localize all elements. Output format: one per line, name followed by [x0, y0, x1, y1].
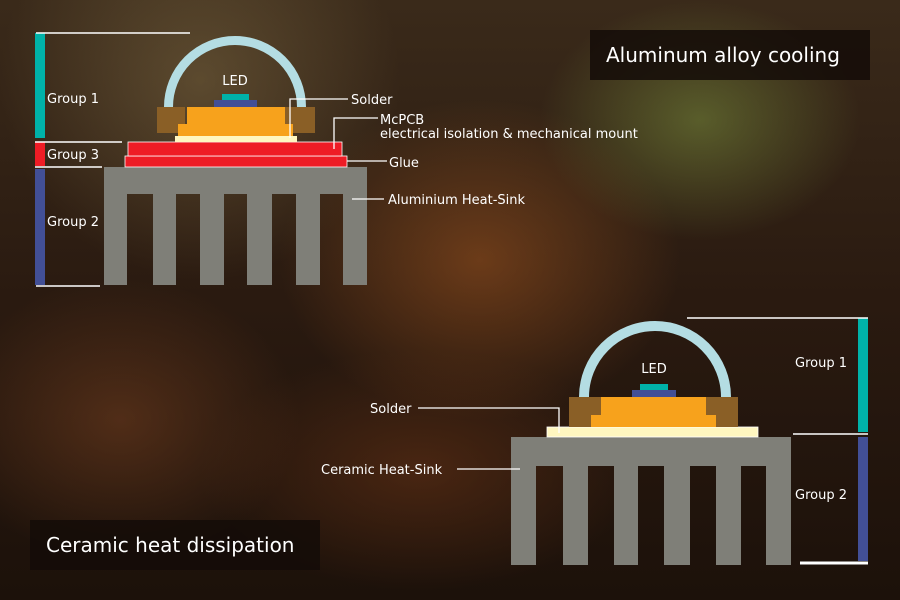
- group2-label: Group 2: [47, 215, 99, 230]
- led-dome: [579, 321, 731, 398]
- group1-label: Group 1: [47, 92, 99, 107]
- group1-bar: [35, 33, 45, 138]
- group2-label: Group 2: [795, 488, 847, 503]
- ceramic-heatsink: [511, 437, 791, 565]
- group2-bar: [858, 437, 868, 561]
- aluminium-heatsink-label: Aluminium Heat-Sink: [388, 193, 526, 208]
- group-divider-lines: [687, 317, 868, 565]
- led-chip-base: [214, 100, 257, 107]
- ceramic-heatsink-label: Ceramic Heat-Sink: [321, 463, 443, 478]
- led-chip-base: [632, 390, 676, 397]
- led-package: [178, 107, 293, 136]
- leader-lines: [418, 407, 560, 470]
- mcpcb-layer: [127, 141, 343, 157]
- group3-label: Group 3: [47, 148, 99, 163]
- led-chip: [222, 94, 249, 100]
- mcpcb-label: McPCB: [380, 113, 424, 128]
- glue-layer: [124, 155, 348, 168]
- led-chip: [640, 384, 668, 390]
- aluminum-cooling-title: Aluminum alloy cooling: [590, 30, 870, 80]
- solder-layer: [175, 136, 297, 142]
- glue-label: Glue: [389, 156, 419, 171]
- solder-label: Solder: [370, 402, 412, 417]
- aluminum-diagram: Group 1 Group 3 Group 2 LED Solder McPCB…: [35, 32, 638, 287]
- led-package: [591, 397, 716, 427]
- group2-bar: [35, 169, 45, 285]
- ceramic-dissipation-title: Ceramic heat dissipation: [30, 520, 320, 570]
- led-label: LED: [222, 74, 247, 89]
- group-divider-lines: [35, 32, 190, 287]
- led-dome: [164, 36, 306, 108]
- mcpcb-description: electrical isolation & mechanical mount: [380, 127, 638, 142]
- led-label: LED: [641, 362, 666, 377]
- solder-label: Solder: [351, 93, 393, 108]
- leader-lines: [289, 98, 387, 200]
- group1-label: Group 1: [795, 356, 847, 371]
- group1-bar: [858, 318, 868, 432]
- ceramic-diagram: LED Solder Ceramic Heat-Sink Group 1 Gro…: [321, 317, 868, 565]
- solder-layer: [546, 426, 759, 438]
- group3-bar: [35, 142, 45, 166]
- aluminium-heatsink: [104, 167, 367, 285]
